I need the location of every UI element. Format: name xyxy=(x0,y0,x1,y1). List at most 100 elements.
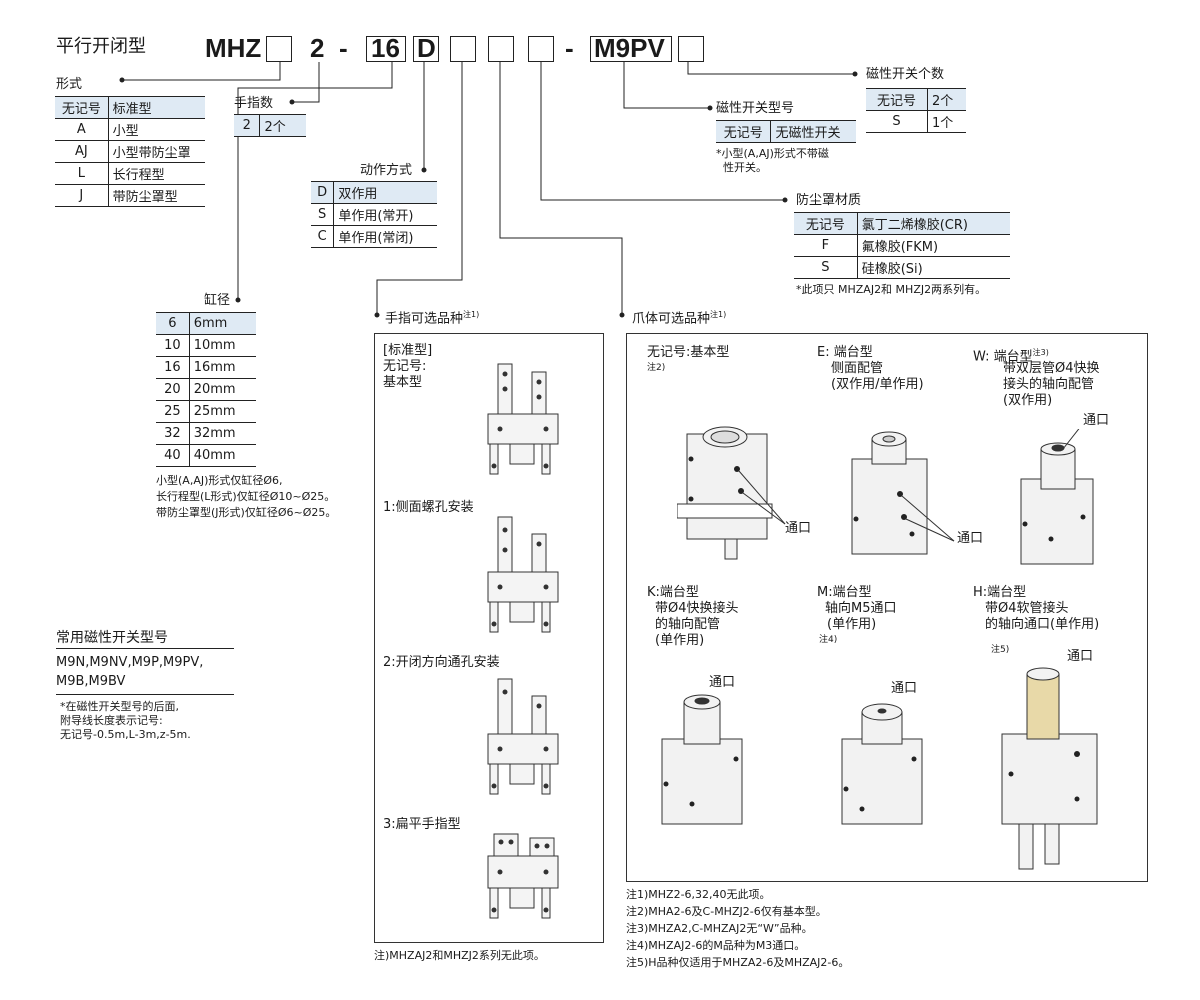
cover-label: 防尘罩材质 xyxy=(796,193,862,208)
switch-model-code: M9PV xyxy=(594,33,665,63)
body-option-h-l4: 注5) xyxy=(991,645,1010,655)
cover-code-slot xyxy=(528,36,554,62)
switch-count-code-slot xyxy=(678,36,704,62)
body-option-h-l1: H:端台型 xyxy=(973,585,1027,600)
finger-count-code: 2 xyxy=(310,33,325,63)
port-label-e: 通口 xyxy=(957,531,984,546)
port-label-k: 通口 xyxy=(709,675,736,690)
bore-note-1: 小型(A,AJ)形式仅缸径Ø6, xyxy=(156,474,283,487)
body-option-m-l4: 注4) xyxy=(819,635,838,645)
body-option-m-l2: 轴向M5通口 xyxy=(825,601,897,616)
port-label-m: 通口 xyxy=(891,681,918,696)
body-option-k-l2: 带Ø4快换接头 xyxy=(655,601,739,616)
body-option-e-l2: 侧面配管 xyxy=(831,361,884,376)
body-footnote-5: 注5)H品种仅适用于MHZA2-6及MHZAJ2-6。 xyxy=(626,956,850,969)
body-option-code-slot xyxy=(488,36,514,62)
form-row: 无记号标准型 xyxy=(55,96,205,119)
switch-model-label: 磁性开关型号 xyxy=(716,101,795,116)
finger-option-code-slot xyxy=(450,36,476,62)
code-dash-1: - xyxy=(339,33,348,63)
action-code: D xyxy=(417,33,436,63)
gripper-flat-finger-illustration xyxy=(487,833,559,919)
bore-code: 16 xyxy=(371,33,400,63)
body-option-w-l3: 接头的轴向配管 xyxy=(1003,377,1095,392)
common-switch-note-3: 无记号-0.5m,L-3m,z-5m. xyxy=(60,728,191,741)
body-option-basic-l1: 无记号:基本型 xyxy=(647,345,730,360)
body-option-k-l1: K:端台型 xyxy=(647,585,699,600)
body-option-w-l1: W: 端台型注3) xyxy=(973,348,1049,365)
body-option-basic-l2: 注2) xyxy=(647,363,666,373)
body-option-k-l3: 的轴向配管 xyxy=(655,617,721,632)
switch-model-table: 无记号无磁性开关 xyxy=(716,120,856,143)
common-switch-models-1: M9N,M9NV,M9P,M9PV, xyxy=(56,655,204,670)
common-switch-divider-top xyxy=(56,648,234,649)
finger-count-label: 手指数 xyxy=(234,96,274,111)
body-option-w-l4: (双作用) xyxy=(1003,393,1053,408)
finger-option-2-title: 2:开闭方向通孔安装 xyxy=(383,655,500,670)
body-options-label: 爪体可选品种注1) xyxy=(632,310,727,327)
gripper-through-hole-illustration xyxy=(487,678,559,795)
body-k-illustration xyxy=(661,694,743,825)
body-option-e-l1: E: 端台型 xyxy=(817,345,873,360)
body-option-m-l1: M:端台型 xyxy=(817,585,872,600)
gripper-side-tapped-illustration xyxy=(487,516,559,633)
body-footnote-3: 注3)MHZA2,C-MHZAJ2无“W”品种。 xyxy=(626,922,813,935)
common-switch-divider-bottom xyxy=(56,694,234,695)
body-options-box: 无记号:基本型 注2) E: 端台型 侧面配管 (双作用/单作用) W: 端台型… xyxy=(626,333,1148,882)
switch-model-code-slot xyxy=(590,36,672,62)
model-code-prefix: MHZ xyxy=(205,33,262,63)
bore-label: 缸径 xyxy=(204,293,231,308)
bore-note-2: 长行程型(L形式)仅缸径Ø10~Ø25。 xyxy=(156,490,336,503)
body-footnote-1: 注1)MHZ2-6,32,40无此项。 xyxy=(626,888,771,901)
body-option-m-l3: (单作用) xyxy=(827,617,877,632)
port-label-basic: 通口 xyxy=(785,521,812,536)
cover-note: *此项只 MHZAJ2和 MHZJ2两系列有。 xyxy=(796,283,987,296)
body-h-illustration xyxy=(1001,667,1098,870)
body-footnote-2: 注2)MHA2-6及C-MHZJ2-6仅有基本型。 xyxy=(626,905,827,918)
common-switch-models-2: M9B,M9BV xyxy=(56,674,126,689)
finger-option-1-title: 1:侧面螺孔安装 xyxy=(383,500,474,515)
action-label: 动作方式 xyxy=(360,163,413,178)
form-code-slot xyxy=(266,36,292,62)
body-option-w-l2: 带双层管Ø4快换 xyxy=(1003,361,1100,376)
switch-model-note-2: 性开关。 xyxy=(723,161,767,174)
gripper-standard-illustration xyxy=(487,363,559,475)
body-option-e-l3: (双作用/单作用) xyxy=(831,377,924,392)
switch-model-note-1: *小型(A,AJ)形式不带磁 xyxy=(716,147,829,160)
body-option-h-l2: 带Ø4软管接头 xyxy=(985,601,1069,616)
finger-options-label: 手指可选品种注1) xyxy=(385,310,480,327)
bore-code-slot xyxy=(366,36,406,62)
body-footnote-4: 注4)MHZAJ2-6的M品种为M3通口。 xyxy=(626,939,806,952)
finger-options-footnote: 注)MHZAJ2和MHZJ2系列无此项。 xyxy=(374,949,545,962)
body-m-illustration xyxy=(841,703,923,825)
port-label-w: 通口 xyxy=(1083,413,1110,428)
common-switch-note-1: *在磁性开关型号的后面, xyxy=(60,700,179,713)
common-switch-label: 常用磁性开关型号 xyxy=(56,630,168,646)
body-basic-illustration xyxy=(677,426,786,560)
common-switch-note-2: 附导线长度表示记号: xyxy=(60,714,163,727)
code-dash-2: - xyxy=(565,33,574,63)
body-option-h-l3: 的轴向通口(单作用) xyxy=(985,617,1100,632)
finger-options-box: [标准型] 无记号: 基本型 1:侧面螺孔安装 2:开闭方向通孔安装 3:扁平手… xyxy=(374,333,604,943)
body-w-illustration xyxy=(1020,429,1094,565)
switch-count-label: 磁性开关个数 xyxy=(866,67,945,82)
body-option-k-l4: (单作用) xyxy=(655,633,705,648)
bore-note-3: 带防尘罩型(J形式)仅缸径Ø6~Ø25。 xyxy=(156,506,337,519)
port-label-h: 通口 xyxy=(1067,649,1094,664)
body-e-illustration xyxy=(851,431,955,555)
finger-option-std-title: [标准型] xyxy=(383,343,433,358)
finger-option-std-line2: 无记号: xyxy=(383,359,427,374)
action-code-slot xyxy=(413,36,439,62)
page-title: 平行开闭型 xyxy=(56,36,146,57)
